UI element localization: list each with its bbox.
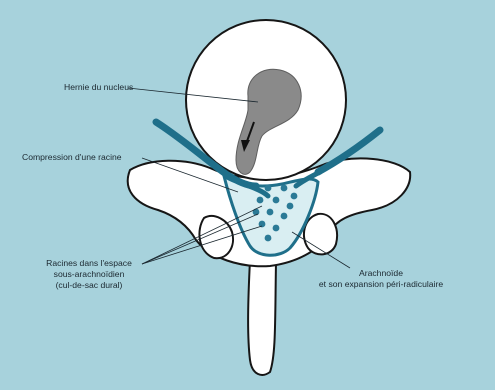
nerve-root <box>273 197 280 204</box>
nerve-root <box>267 209 274 216</box>
nerve-root <box>257 197 264 204</box>
label-compression: Compression d'une racine <box>22 152 122 163</box>
spinous-process <box>248 260 276 375</box>
nerve-root <box>281 185 288 192</box>
label-arachnoide-line2: et son expansion péri-radiculaire <box>306 279 456 290</box>
label-racines-line3: (cul-de-sac dural) <box>40 280 138 291</box>
nerve-root <box>273 225 280 232</box>
label-arachnoide: Arachnoïde et son expansion péri-radicul… <box>306 268 456 290</box>
label-hernie: Hernie du nucleus <box>64 82 133 93</box>
label-racines: Racines dans l'espace sous-arachnoïdien … <box>40 258 138 291</box>
label-racines-line1: Racines dans l'espace <box>40 258 138 269</box>
nerve-root <box>281 213 288 220</box>
label-arachnoide-line1: Arachnoïde <box>306 268 456 279</box>
nerve-root <box>265 185 272 192</box>
nerve-root <box>265 235 272 242</box>
label-racines-line2: sous-arachnoïdien <box>40 269 138 280</box>
nerve-root <box>287 203 294 210</box>
nerve-root <box>291 193 298 200</box>
right-articular-facet <box>304 214 337 255</box>
